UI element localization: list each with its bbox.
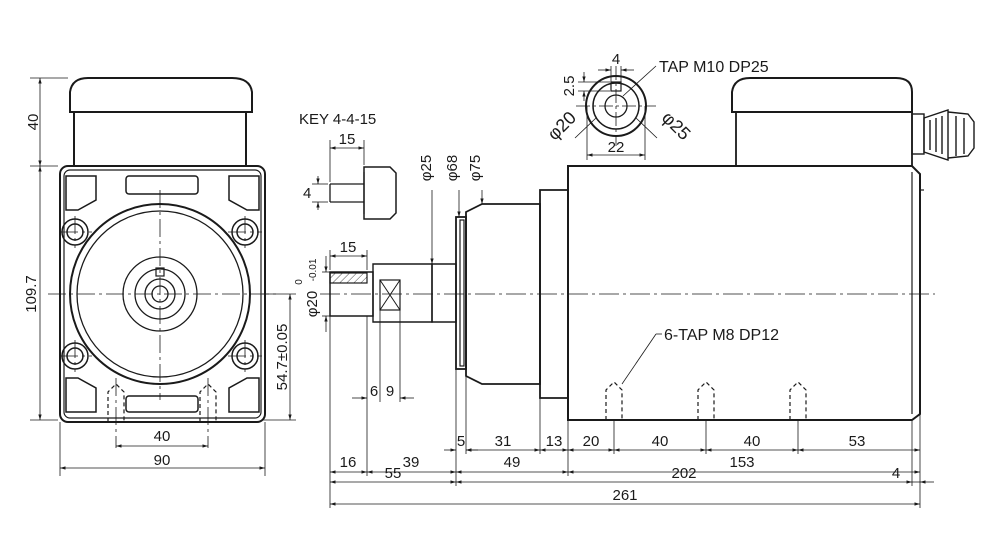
dim-6: 6: [370, 383, 378, 400]
dim-39: 39: [403, 454, 420, 471]
corner-pad-tl: [65, 175, 97, 211]
dim-5: 5: [457, 433, 465, 450]
key-dims: [312, 140, 365, 210]
dim-40b: 40: [744, 433, 761, 450]
top-slot: [125, 175, 199, 195]
dim-shaft-tol-lower: -0.01: [308, 258, 319, 281]
dim-phi68: φ68: [444, 155, 461, 181]
junction-box-lid: [69, 77, 253, 113]
bottom-dim-texts: 5 31 13 20 40 40 53 16 39 49 153 55 202 …: [340, 433, 901, 504]
key-dim-4: 4: [303, 185, 311, 202]
dim-phi75: φ75: [467, 155, 484, 181]
bottom-slot: [125, 395, 199, 413]
dim-261: 261: [612, 487, 637, 504]
end-dims: [574, 65, 658, 160]
tap-label-side: 6-TAP M8 DP12: [664, 327, 779, 344]
collar-nut: [379, 279, 401, 311]
key-label: KEY 4-4-15: [299, 111, 376, 128]
dim-height-40: 40: [25, 114, 42, 131]
bottom-dim-lines: [329, 316, 934, 508]
key-dim-15: 15: [339, 131, 356, 148]
front-centerlines: [48, 190, 280, 448]
corner-pad-br: [228, 377, 260, 413]
side-tap-holes: [605, 381, 807, 420]
end-view: 4 2.5 φ20 φ25 22 TAP M10 DP25: [543, 51, 769, 160]
end-dim-4: 4: [612, 51, 620, 68]
end-dim-phi20: φ20: [543, 107, 580, 144]
dim-53: 53: [849, 433, 866, 450]
key-slot: [329, 183, 364, 203]
side-junction-lid: [731, 77, 913, 113]
dim-153: 153: [729, 454, 754, 471]
shaft-step: [431, 263, 457, 323]
tap-label-front: TAP M10 DP25: [659, 59, 769, 76]
front-dims: [30, 77, 296, 476]
dim-width-90: 90: [154, 452, 171, 469]
corner-pad-bl: [65, 377, 97, 413]
shaft-key: [155, 267, 165, 277]
shaft-key-section: [329, 272, 368, 284]
side-view: 6-TAP M8 DP12 φ25 φ68 φ75 15 φ20 0 -0.01…: [294, 77, 975, 421]
dim-13: 13: [546, 433, 563, 450]
dim-55: 55: [385, 465, 402, 482]
dim-shaft-15: 15: [340, 239, 357, 256]
dim-49: 49: [504, 454, 521, 471]
end-dim-22: 22: [608, 139, 625, 156]
side-diameter-dims: [322, 190, 484, 402]
dim-shaft-dia: φ20: [304, 291, 321, 317]
shaft-collar: [372, 263, 433, 323]
dim-16: 16: [340, 454, 357, 471]
dim-9: 9: [386, 383, 394, 400]
key-body: [363, 166, 397, 220]
dim-center-height: 54.7±0.05: [274, 324, 291, 391]
dim-40a: 40: [652, 433, 669, 450]
dim-202: 202: [671, 465, 696, 482]
dim-shaft-tol-upper: 0: [294, 279, 305, 285]
side-junction-body: [735, 111, 913, 167]
key-detail: KEY 4-4-15 15 4: [299, 111, 397, 220]
corner-pad-tr: [228, 175, 260, 211]
dim-31: 31: [495, 433, 512, 450]
bottom-tap-holes: [107, 383, 217, 422]
motor-body: [567, 165, 921, 421]
front-view: 40 109.7 54.7±0.05 40 90: [23, 77, 296, 476]
dim-20: 20: [583, 433, 600, 450]
cable-gland: [911, 109, 975, 161]
dim-height-109-7: 109.7: [23, 275, 40, 313]
dim-phi25: φ25: [418, 155, 435, 181]
end-dim-phi25: φ25: [658, 107, 695, 144]
end-dim-2-5: 2.5: [561, 76, 578, 97]
dim-hole-spacing-40: 40: [154, 428, 171, 445]
dim-4-end: 4: [892, 465, 900, 482]
junction-box-body: [73, 111, 247, 167]
